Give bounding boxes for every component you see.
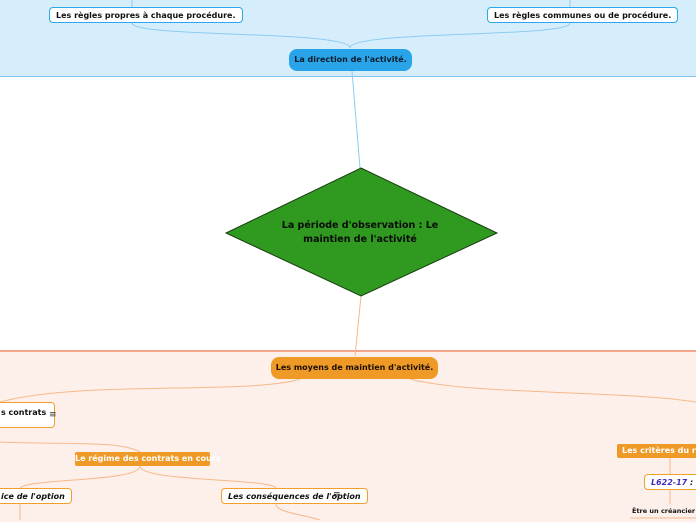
contracts-label: s contrats xyxy=(1,408,47,417)
rules-per-procedure-node[interactable]: Les règles propres à chaque procédure. xyxy=(49,7,243,23)
direction-activity-label: La direction de l'activité. xyxy=(294,55,407,64)
consequences-menu-icon[interactable]: ≡ xyxy=(333,490,341,500)
maintenance-means-node[interactable]: Les moyens de maintien d'activité. xyxy=(271,357,438,379)
central-topic-line2: maintien de l'activité xyxy=(303,234,417,245)
common-rules-node[interactable]: Les règles communes ou de procédure. xyxy=(487,7,679,23)
rules-per-procedure-label: Les règles propres à chaque procédure. xyxy=(56,11,236,20)
contract-regime-node[interactable]: Le régime des contrats en cours xyxy=(75,452,220,466)
central-topic-line1: La période d'observation : Le xyxy=(281,220,439,231)
article-number: L622-17 xyxy=(651,478,688,487)
contracts-menu-icon[interactable]: ≡ xyxy=(49,410,57,420)
option-consequences-label: Les conséquences de l'option xyxy=(228,492,361,501)
contract-regime-label: Le régime des contrats en cours xyxy=(75,454,221,463)
article-rest: : 3 co xyxy=(690,478,696,487)
central-topic-diamond[interactable] xyxy=(224,167,499,297)
maintenance-means-label: Les moyens de maintien d'activité. xyxy=(275,363,434,372)
regime-criteria-label: Les critères du régi xyxy=(622,446,696,455)
creditor-prefix: Être un créancier xyxy=(632,507,696,515)
option-exercise-label: ice de l'option xyxy=(1,492,65,501)
direction-activity-node[interactable]: La direction de l'activité. xyxy=(289,49,412,71)
option-exercise-node[interactable]: ice de l'option xyxy=(0,488,72,504)
regime-criteria-node[interactable]: Les critères du régi xyxy=(617,444,696,458)
contracts-node[interactable]: s contrats xyxy=(0,402,56,428)
common-rules-label: Les règles communes ou de procédure. xyxy=(494,11,672,20)
creditor-text: Être un créancier poi xyxy=(632,507,696,515)
article-reference-node[interactable]: L622-17 : 3 co xyxy=(644,474,696,490)
option-consequences-node[interactable]: Les conséquences de l'option xyxy=(221,488,368,504)
central-topic-label: La période d'observation : Le maintien d… xyxy=(280,219,440,247)
